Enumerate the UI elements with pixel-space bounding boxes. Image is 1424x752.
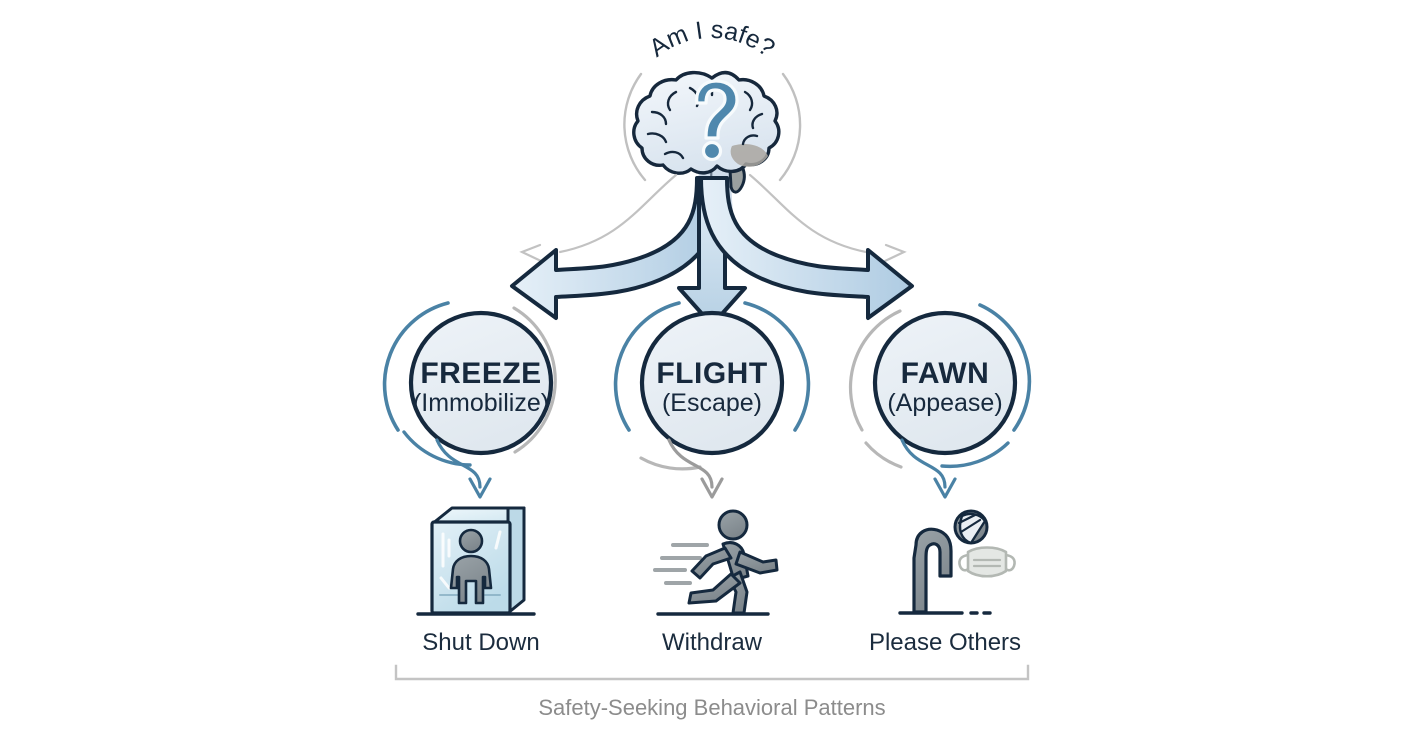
question-mark-glyph	[695, 79, 739, 162]
flight-subtitle: (Escape)	[662, 389, 762, 417]
source-question-text: Am I safe?	[644, 16, 780, 63]
ghost-arrows	[519, 173, 907, 263]
flight-accent-arc-right	[743, 301, 811, 432]
fawn-accent-arc-2	[940, 441, 1010, 469]
freeze-circle[interactable]	[408, 310, 554, 456]
fawn-subtitle: (Appease)	[887, 389, 1002, 417]
fawn-circle[interactable]	[872, 310, 1018, 456]
frozen-person-figure	[449, 528, 493, 605]
freeze-ghost-arc	[512, 306, 557, 454]
freeze-accent-arc	[382, 301, 450, 432]
branch-fawn[interactable]: FAWN (Appease)	[848, 303, 1032, 656]
flight-title: FLIGHT	[656, 357, 767, 390]
diagram-caption: Safety-Seeking Behavioral Patterns	[538, 695, 885, 720]
bowing-person-with-mask-icon	[898, 509, 1016, 615]
caption-bracket	[394, 664, 1030, 681]
flight-connector	[667, 438, 724, 499]
running-person-icon	[653, 509, 779, 616]
freeze-title: FREEZE	[420, 357, 541, 390]
flight-outcome-label: Withdraw	[662, 629, 763, 656]
fawn-connector	[900, 438, 957, 499]
face-mask-icon	[958, 546, 1016, 578]
branch-arrows	[510, 176, 914, 327]
branch-freeze[interactable]: FREEZE (Immobilize)	[382, 301, 557, 656]
source-halo-ring	[623, 72, 802, 182]
brain-icon	[632, 70, 781, 175]
flight-ghost-arc	[639, 456, 702, 471]
fawn-accent-arc	[978, 303, 1032, 432]
fawn-ghost-arc-2	[864, 441, 903, 469]
person-in-ice-block-icon	[416, 506, 536, 616]
fawn-ghost-arc	[848, 309, 902, 432]
arrow-to-fawn	[699, 176, 914, 320]
freeze-connector	[435, 438, 492, 499]
flight-accent-arc-left	[613, 301, 681, 432]
branch-flight[interactable]: FLIGHT (Escape)	[613, 301, 811, 656]
flight-circle[interactable]	[639, 310, 785, 456]
freeze-subtitle: (Immobilize)	[413, 389, 549, 417]
freeze-outcome-label: Shut Down	[422, 629, 539, 656]
fawn-title: FAWN	[901, 357, 990, 390]
fawn-outcome-label: Please Others	[869, 629, 1021, 656]
